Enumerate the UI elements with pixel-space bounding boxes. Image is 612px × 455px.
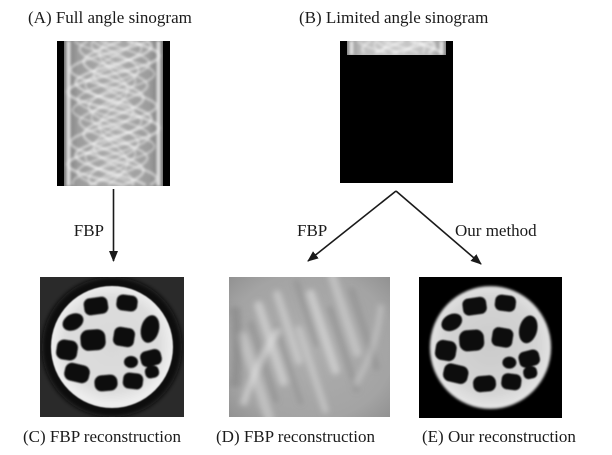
limited-angle-sinogram-graphic (340, 41, 453, 183)
panel-e-label: (E) Our reconstruction (422, 427, 576, 446)
panel-b-label: (B) Limited angle sinogram (299, 8, 489, 27)
panel-c-label: (C) FBP reconstruction (23, 427, 182, 446)
our-reconstruction-image (419, 277, 562, 418)
fbp-arrow-label-left: FBP (73, 221, 104, 240)
fbp-arrow-label-middle: FBP (297, 221, 328, 240)
fbp-full-reconstruction-image (40, 277, 184, 417)
fbp-limited-reconstruction-image (229, 277, 390, 417)
full-angle-sinogram-graphic (57, 41, 170, 186)
our-method-arrow-label: Our method (455, 221, 537, 240)
panel-d-label: (D) FBP reconstruction (216, 427, 375, 446)
fbp-full-reconstruction-graphic (40, 277, 184, 417)
our-reconstruction-graphic (419, 277, 562, 418)
full-angle-sinogram-image (57, 41, 170, 186)
limited-angle-sinogram-image (340, 41, 453, 183)
fbp-limited-reconstruction-graphic (229, 277, 390, 417)
panel-a-label: (A) Full angle sinogram (28, 8, 192, 27)
